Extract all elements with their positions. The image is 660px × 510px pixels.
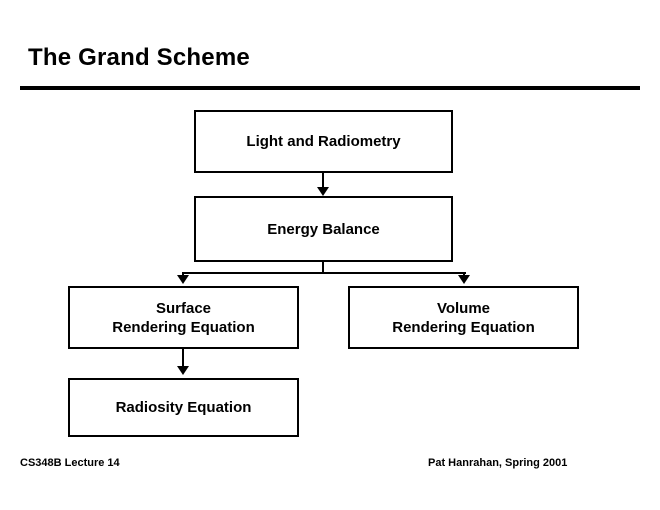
footer-author-label: Pat Hanrahan, Spring 2001: [428, 457, 568, 469]
flowchart-node-surface-rendering-equation: Surface Rendering Equation: [68, 286, 299, 349]
connector-energy-to-volume-line: [463, 272, 465, 277]
connector-surface-to-radiosity-line: [182, 349, 184, 367]
node-label-line-1: Surface: [155, 299, 212, 317]
node-label: Radiosity Equation: [115, 399, 252, 416]
connector-surface-to-radiosity-arrowhead-icon: [177, 366, 189, 375]
node-label: Light and Radiometry: [246, 133, 401, 150]
node-label-line-1: Volume: [436, 299, 491, 317]
connector-light-to-energy-line: [322, 173, 324, 189]
connector-light-to-energy-arrowhead-icon: [317, 187, 329, 196]
connector-energy-split-stem: [322, 262, 324, 274]
node-label-line-2: Rendering Equation: [392, 318, 535, 336]
flowchart-node-energy-balance: Energy Balance: [194, 196, 453, 262]
flowchart-node-radiosity-equation: Radiosity Equation: [68, 378, 299, 437]
node-label: Energy Balance: [267, 220, 380, 238]
flowchart-node-light-and-radiometry: Light and Radiometry: [194, 110, 453, 173]
title-divider: [20, 86, 640, 90]
connector-energy-to-surface-line: [182, 272, 184, 277]
footer-course-label: CS348B Lecture 14: [20, 457, 120, 469]
connector-energy-split-bar: [183, 272, 466, 274]
page-title: The Grand Scheme: [28, 44, 250, 71]
connector-energy-to-volume-arrowhead-icon: [458, 275, 470, 284]
node-label-line-2: Rendering Equation: [112, 318, 255, 336]
flowchart-node-volume-rendering-equation: Volume Rendering Equation: [348, 286, 579, 349]
connector-energy-to-surface-arrowhead-icon: [177, 275, 189, 284]
